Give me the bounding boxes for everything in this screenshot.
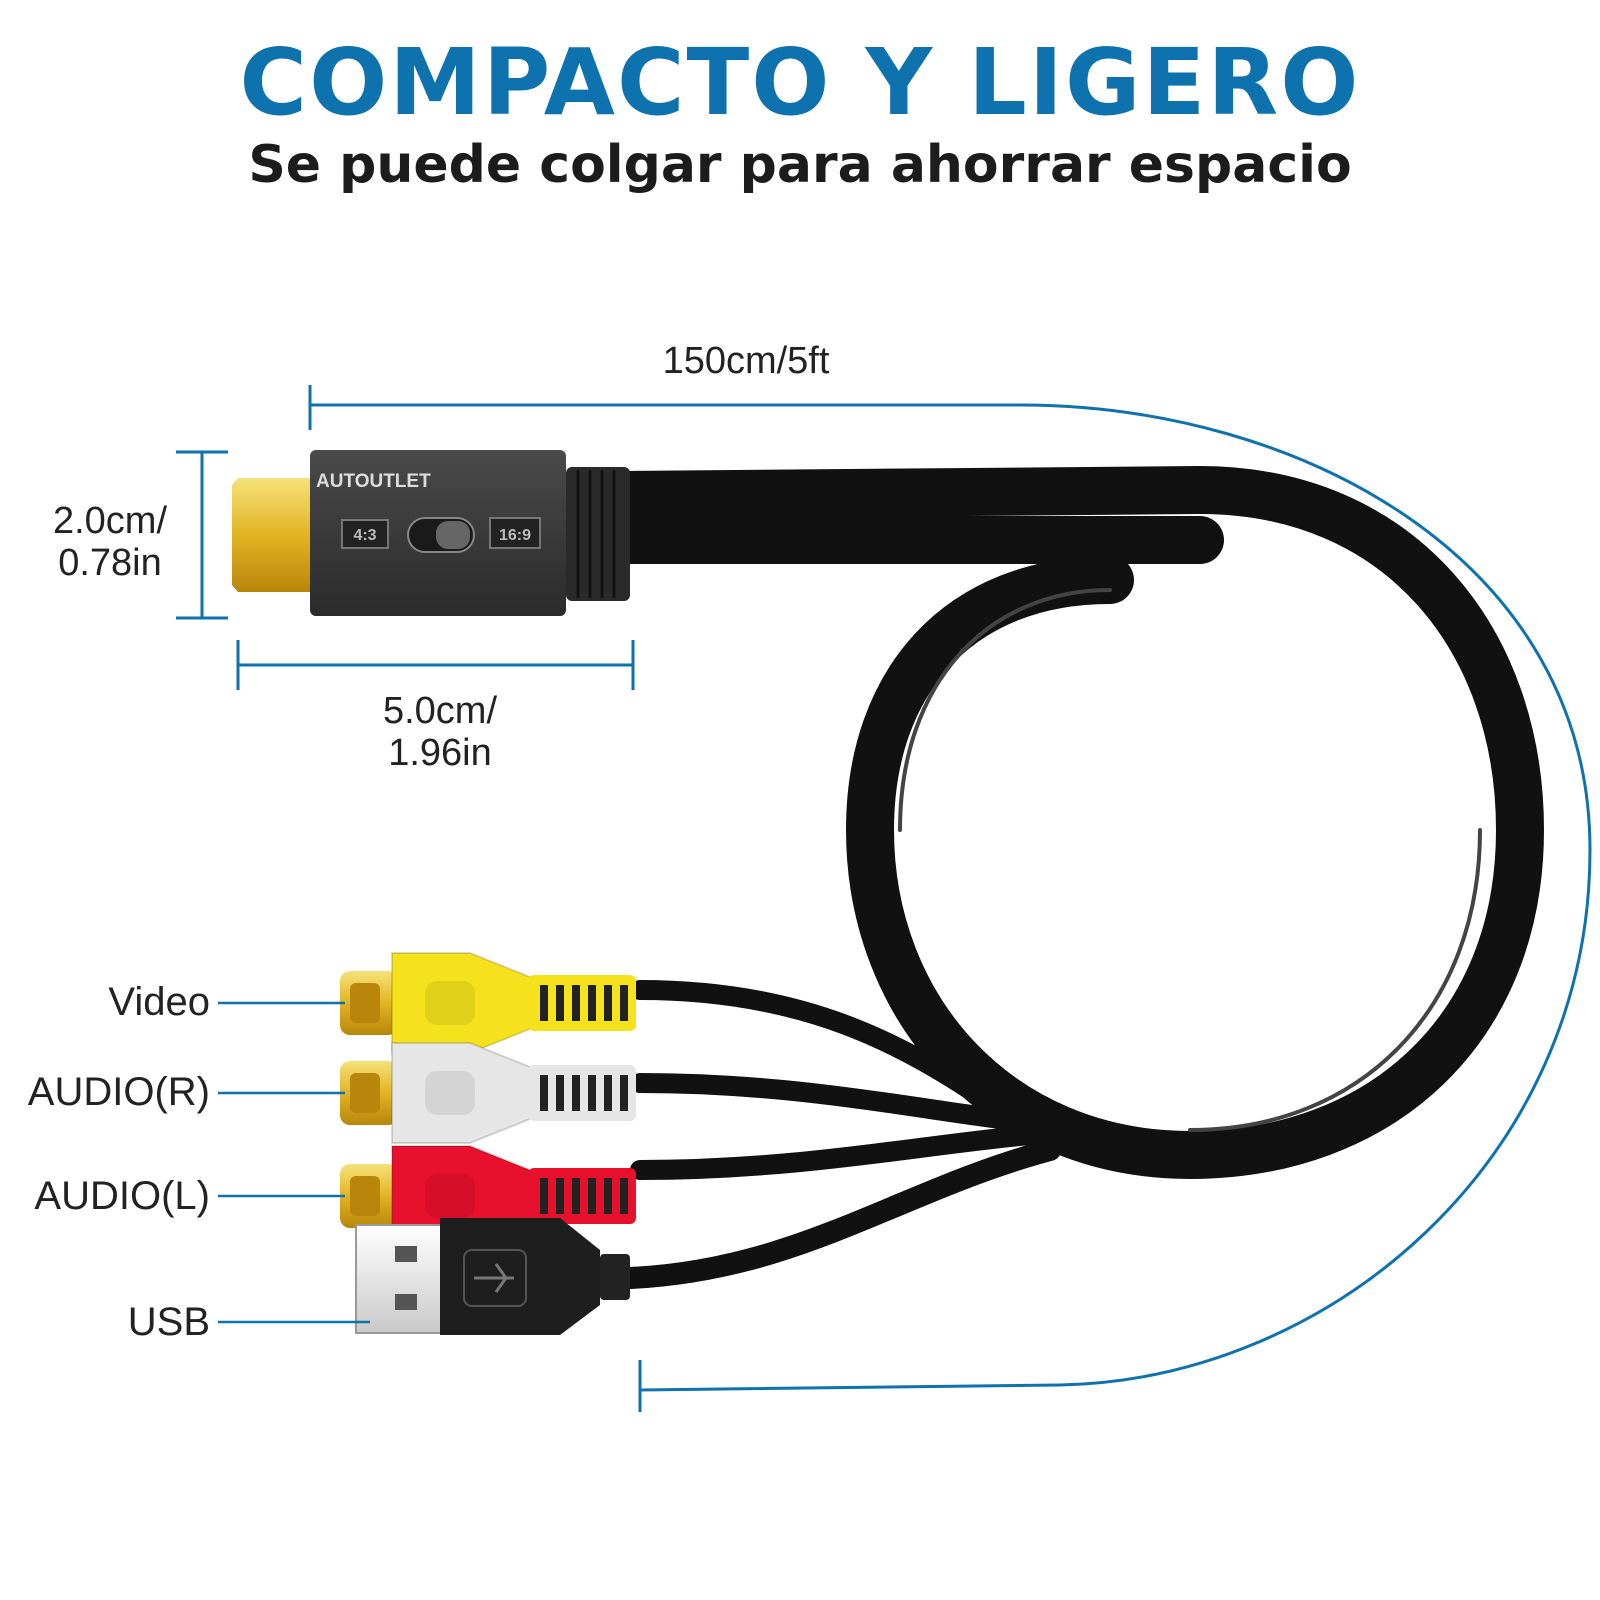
- page-title: COMPACTO Y LIGERO: [239, 29, 1361, 136]
- switch-label-16-9: 16:9: [499, 527, 531, 544]
- port-label-audio-r: AUDIO(R): [27, 1070, 210, 1114]
- port-label-video: Video: [108, 980, 210, 1024]
- ratio-4-3-label-box: [341, 519, 389, 549]
- ratio-16-9-label-box: [489, 517, 541, 549]
- width-label-line2: 1.96in: [388, 732, 492, 774]
- cable-length-label: 150cm/5ft: [662, 340, 830, 382]
- switch-label-4-3: 4:3: [353, 527, 376, 544]
- page-subtitle: Se puede colgar para ahorrar espacio: [248, 135, 1352, 195]
- hdmi-plug: [232, 478, 318, 592]
- height-dimension-line: [176, 450, 228, 620]
- height-label-line1: 2.0cm/: [52, 500, 168, 542]
- usb-metal-shell: [355, 1224, 447, 1334]
- port-label-usb: USB: [127, 1300, 210, 1344]
- usb-icon: [463, 1249, 527, 1307]
- port-label-audio-l: AUDIO(L): [34, 1174, 210, 1218]
- switch-knob: [436, 521, 470, 549]
- port-leader-lines: [218, 1001, 370, 1324]
- hdmi-adapter: AUTOUTLET 4:3 16:9: [232, 450, 630, 616]
- cable-coil: [596, 465, 1545, 1289]
- height-label-line2: 0.78in: [58, 542, 162, 584]
- rca-plugs: [340, 952, 636, 1247]
- width-label-line1: 5.0cm/: [382, 690, 498, 732]
- brand-logo: AUTOUTLET: [316, 471, 431, 492]
- usb-plug: [355, 1218, 630, 1335]
- width-dimension-line: [236, 640, 635, 690]
- rca-plug-video: [340, 952, 636, 1054]
- rca-plug-audio-r: [340, 1042, 636, 1144]
- strain-relief: [566, 467, 630, 601]
- length-dimension-line: [308, 385, 1592, 1412]
